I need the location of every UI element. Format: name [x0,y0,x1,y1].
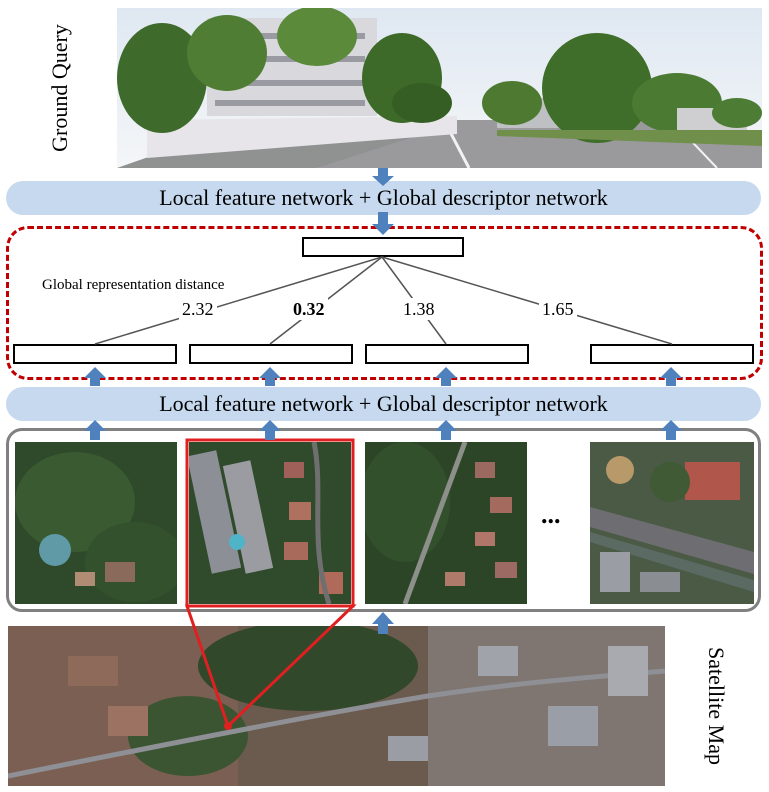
candidate-descriptor [590,344,754,364]
arrow-up-icon [259,420,281,440]
candidate-descriptor [13,344,177,364]
arrow-up-icon [84,420,106,440]
ellipsis: ... [541,500,561,529]
distance-value: 2.32 [179,298,217,320]
bottom-network-label: Local feature network + Global descripto… [159,391,608,416]
arrow-up-icon [372,168,394,186]
location-marker [224,722,232,730]
top-network-bar: Local feature network + Global descripto… [6,181,761,215]
best-match-highlight [185,438,355,608]
arrow-down-icon [372,212,394,235]
arrow-up-icon [435,367,457,386]
bottom-network-bar: Local feature network + Global descripto… [6,387,761,421]
ground-query-image [117,8,762,168]
arrow-up-icon [660,367,682,386]
satellite-map-image [8,626,665,786]
satellite-candidate-image [590,442,754,604]
distance-value: 1.38 [400,298,438,320]
distance-line [381,256,673,345]
arrow-up-icon [372,612,394,634]
query-descriptor [302,237,464,257]
satellite-candidate-image-best [189,442,351,604]
arrow-up-icon [84,367,106,386]
location-pointer [184,604,357,729]
distance-line [94,256,383,345]
arrow-up-icon [435,420,457,440]
candidate-descriptor [189,344,353,364]
satellite-candidate-image [15,442,177,604]
satellite-candidate-image [365,442,527,604]
candidate-descriptor [365,344,529,364]
distance-value: 1.65 [539,298,577,320]
top-network-label: Local feature network + Global descripto… [159,185,608,210]
arrow-up-icon [660,420,682,440]
candidate-satellite-frame [6,428,761,612]
distance-value-best: 0.32 [290,298,328,320]
arrow-up-icon [259,367,281,386]
global-representation-distance-label: Global representation distance [42,277,225,293]
